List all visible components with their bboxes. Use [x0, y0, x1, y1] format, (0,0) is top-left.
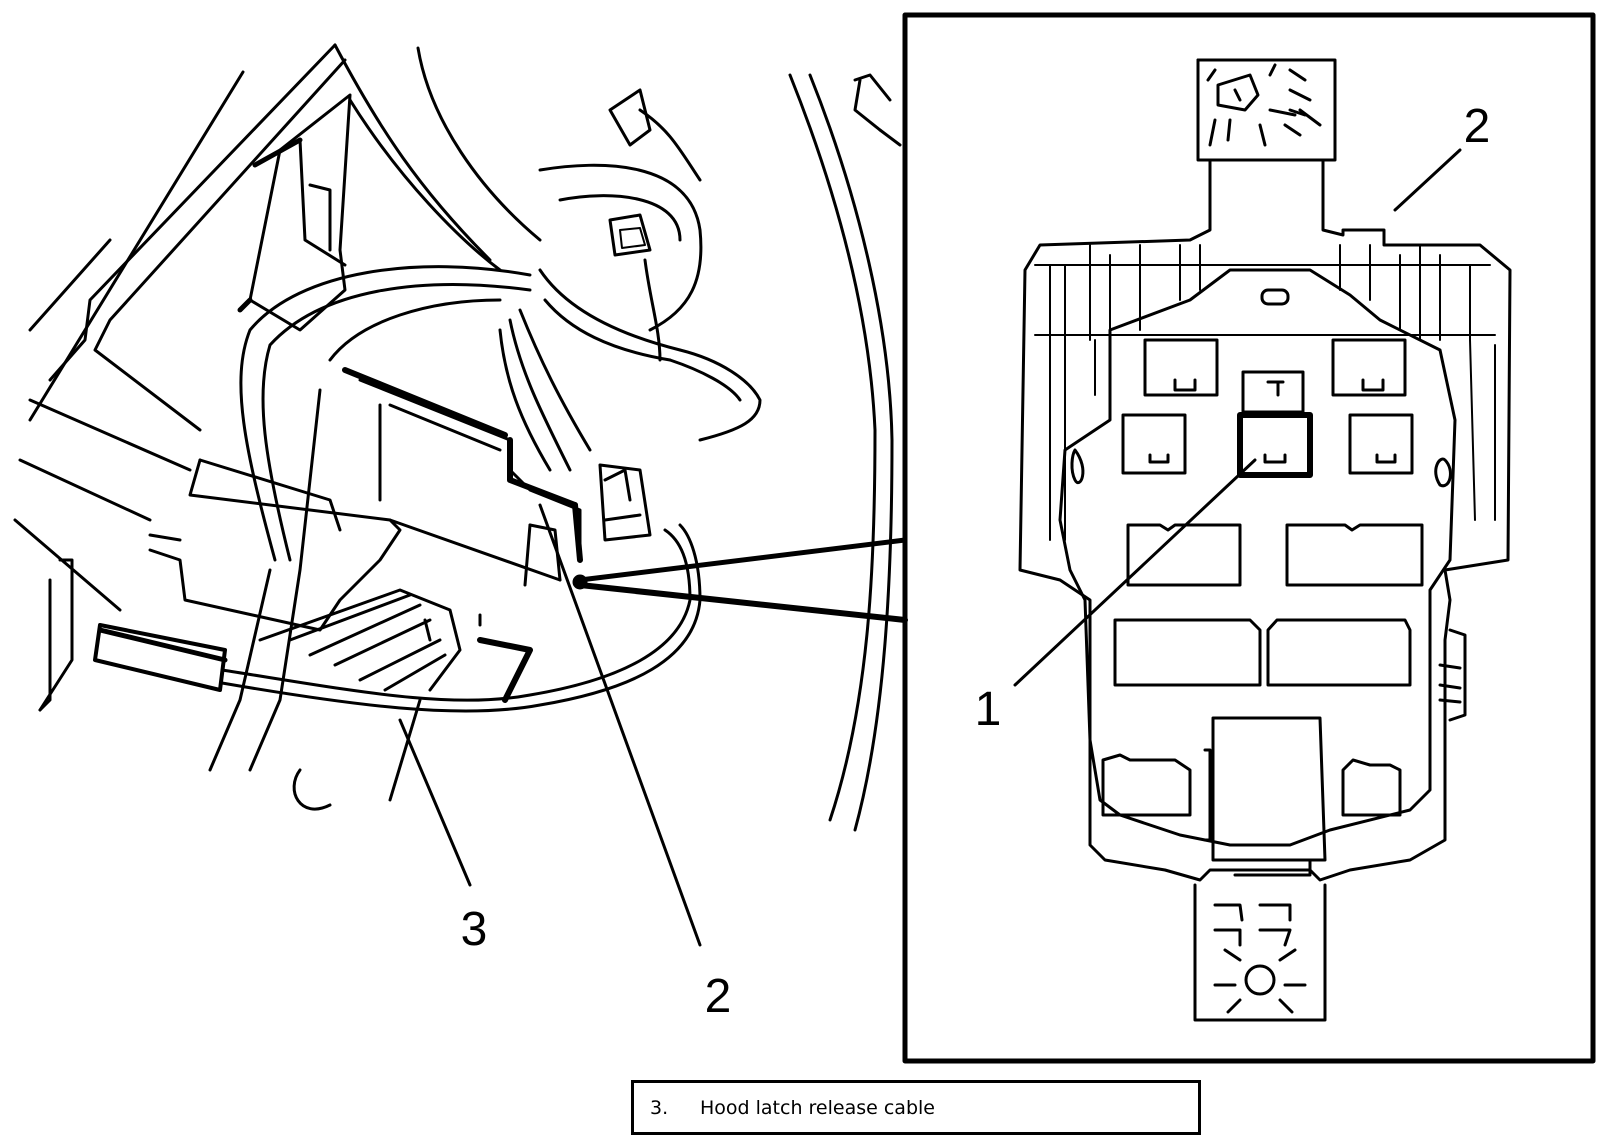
callout-2-left: 2	[705, 970, 732, 1023]
callout-3-left: 3	[461, 903, 488, 956]
legend-box: 3. Hood latch release cable	[631, 1080, 1201, 1135]
callout-leaders	[398, 148, 1462, 947]
magnification-lines	[572, 537, 908, 623]
fuse-block-detail-inset	[902, 12, 1596, 1064]
callout-1-inset: 1	[975, 683, 1002, 736]
legend-number: 3.	[650, 1096, 669, 1119]
legend-text: Hood latch release cable	[700, 1096, 935, 1119]
callout-2-inset: 2	[1464, 100, 1491, 153]
engine-compartment-illustration	[13, 43, 902, 832]
